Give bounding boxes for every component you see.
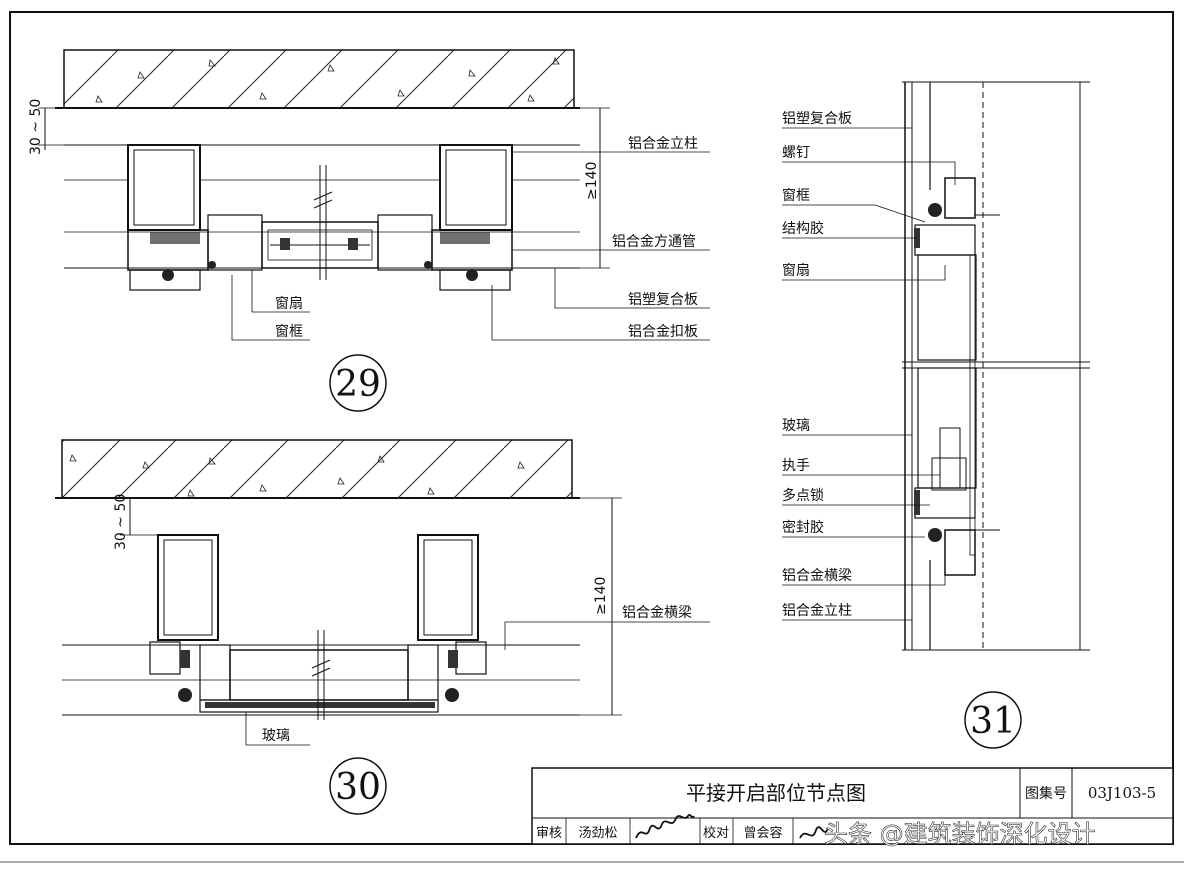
label-square-tube-29: 铝合金方通管 [612, 234, 696, 250]
dim-gap-30: 30 ~ 50 [113, 494, 129, 550]
label-multipoint-lock-31: 多点锁 [782, 487, 824, 504]
detail-number-circle-31 [964, 691, 1022, 749]
transom-left [157, 534, 219, 641]
checker-signature [799, 826, 829, 839]
label-mullion-31: 铝合金立柱 [782, 603, 852, 619]
label-acp-panel-31: 铝塑复合板 [782, 110, 852, 127]
watermark: 头条 @建筑装饰深化设计 [824, 820, 1096, 848]
mullion-right [439, 144, 513, 231]
concrete-slab-30 [61, 439, 573, 499]
mullion-left [127, 144, 201, 231]
label-frame-29: 窗框 [275, 323, 303, 340]
label-glass-30: 玻璃 [262, 727, 290, 744]
detail-number-31: 31 [970, 701, 1016, 742]
concrete-slab [63, 49, 575, 109]
detail-number-30: 30 [335, 767, 381, 808]
detail-number-circle-29 [329, 354, 387, 412]
label-screw-31: 螺钉 [782, 145, 810, 161]
detail-30: 30 ~ 50 ≥140 铝合金横梁 玻璃 [55, 439, 710, 815]
detail-number-circle-30 [329, 757, 387, 815]
label-mullion-29: 铝合金立柱 [628, 136, 698, 152]
label-sash-31: 窗扇 [782, 262, 810, 279]
label-sash-29: 窗扇 [275, 295, 303, 312]
label-frame-31: 窗框 [782, 187, 810, 204]
label-transom-30: 铝合金横梁 [622, 605, 692, 621]
label-handle-31: 执手 [782, 458, 810, 474]
checker-name: 曾会容 [743, 825, 782, 841]
transom-right [417, 534, 479, 641]
label-cover-plate-29: 铝合金扣板 [628, 324, 698, 340]
reviewer-name: 汤劲松 [578, 826, 617, 841]
drawing-title: 平接开启部位节点图 [686, 781, 866, 805]
dim-depth-30: ≥140 [593, 577, 609, 615]
label-transom-31: 铝合金横梁 [782, 568, 852, 584]
detail-29: 30 ~ 50 [28, 49, 710, 412]
label-acp-panel-29: 铝塑复合板 [628, 291, 698, 308]
reviewer-signature [635, 813, 695, 839]
atlas-number: 03J103-5 [1088, 784, 1156, 802]
dim-depth-29: ≥140 [584, 162, 600, 200]
title-block: 平接开启部位节点图 图集号 03J103-5 审核 汤劲松 校对 曾会容 [531, 767, 1174, 845]
dim-gap-29: 30 ~ 50 [28, 99, 44, 155]
atlas-label: 图集号 [1025, 785, 1067, 802]
review-label: 审核 [536, 826, 562, 841]
label-structural-sealant-31: 结构胶 [782, 220, 824, 237]
detail-31: 铝塑复合板 螺钉 窗框 结构胶 窗扇 玻璃 执手 多点锁 密封胶 铝合金横梁 铝… [782, 81, 1090, 749]
label-sealant-31: 密封胶 [782, 519, 824, 536]
label-glass-31: 玻璃 [782, 417, 810, 434]
check-label: 校对 [703, 825, 729, 841]
detail-number-29: 29 [335, 364, 381, 405]
